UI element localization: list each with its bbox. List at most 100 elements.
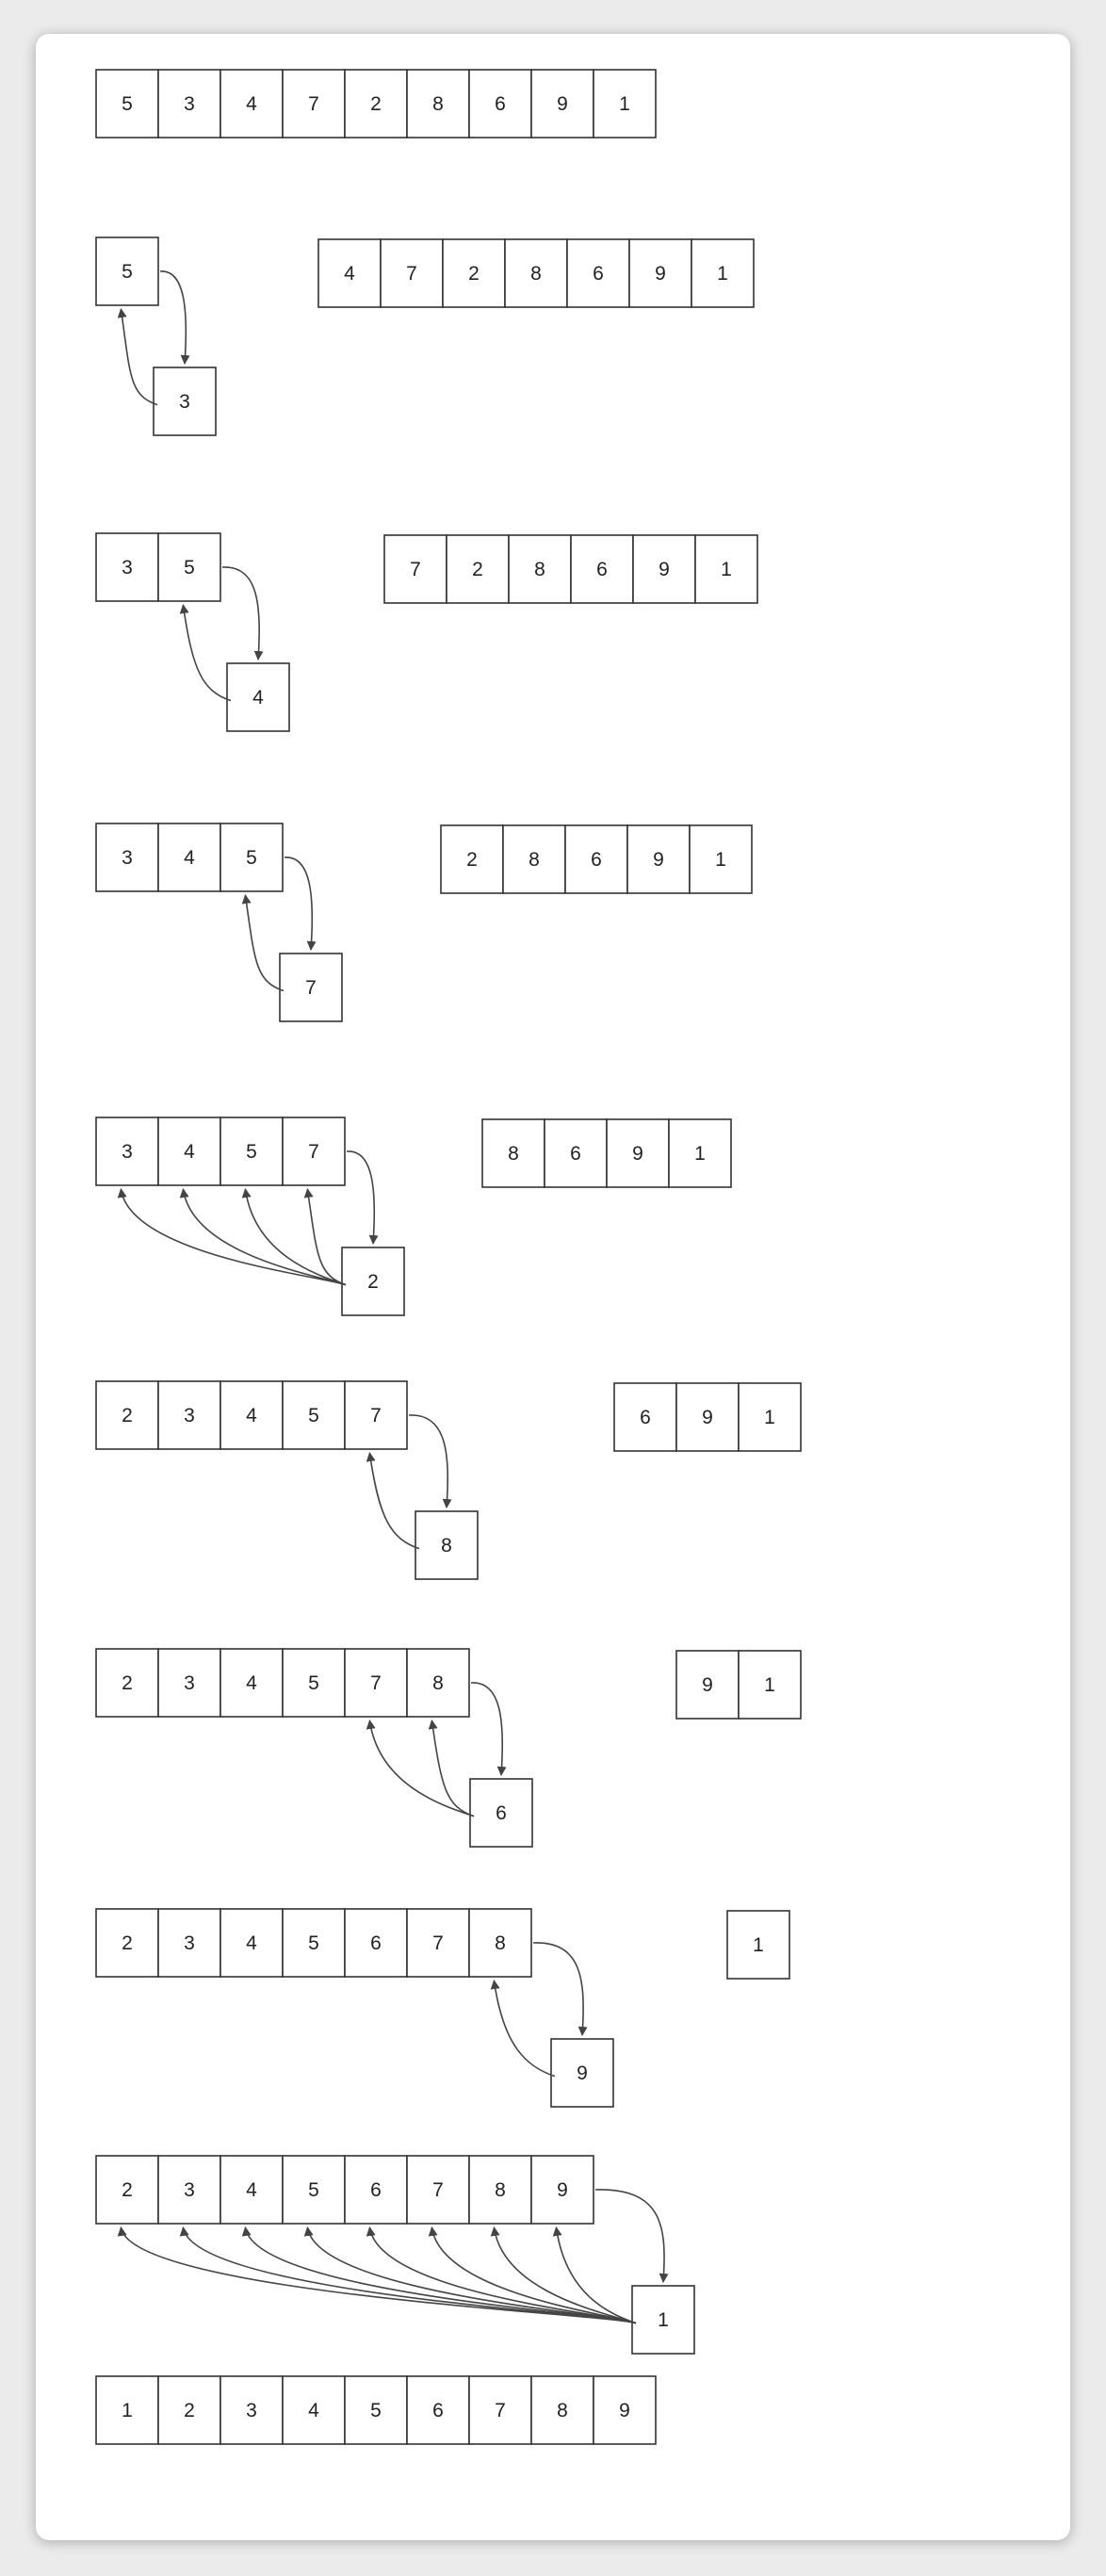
cell-value: 5 [308, 2179, 319, 2201]
cell-value: 8 [432, 1672, 444, 1694]
cell-value: 5 [184, 557, 195, 579]
sorted-cell: 5 [282, 1380, 346, 1450]
unsorted-cell: 1 [691, 238, 755, 308]
unsorted-cell: 8 [502, 824, 566, 894]
sorted-cell: 2 [95, 1648, 159, 1718]
cell-value: 5 [308, 1932, 319, 1954]
array-cell: 1 [95, 2375, 159, 2445]
arrow-to-key [470, 1682, 507, 1776]
unsorted-cell: 6 [613, 1382, 677, 1452]
cell-value: 8 [441, 1535, 452, 1557]
sorted-cell: 4 [220, 2155, 284, 2225]
cell-value: 7 [495, 2400, 506, 2421]
cell-value: 2 [367, 1271, 379, 1293]
unsorted-cell: 2 [440, 824, 504, 894]
arrow-from-key [490, 1980, 556, 2078]
unsorted-cell: 9 [632, 534, 696, 604]
cell-value: 9 [577, 2062, 588, 2084]
cell-value: 4 [184, 1141, 195, 1163]
cell-value: 1 [764, 1407, 775, 1428]
cell-value: 6 [495, 93, 506, 115]
array-cell: 7 [468, 2375, 532, 2445]
sorted-cell: 8 [468, 1908, 532, 1978]
cell-value: 5 [308, 1405, 319, 1427]
key-cell: 9 [550, 2038, 614, 2108]
cell-value: 6 [640, 1407, 651, 1428]
arrow-from-key [241, 894, 285, 992]
cell-value: 7 [410, 559, 421, 580]
array-cell: 6 [468, 69, 532, 139]
array-cell: 8 [530, 2375, 594, 2445]
arrow-to-key [284, 856, 317, 951]
cell-value: 2 [122, 1672, 133, 1694]
array-cell: 3 [220, 2375, 284, 2445]
unsorted-cell: 9 [628, 238, 692, 308]
arrow-from-key [428, 1720, 475, 1818]
sorted-cell: 6 [344, 1908, 408, 1978]
key-cell: 2 [341, 1247, 405, 1316]
cell-value: 5 [370, 2400, 382, 2421]
cell-value: 2 [468, 263, 480, 285]
cell-value: 1 [619, 93, 630, 115]
cell-value: 4 [246, 93, 257, 115]
cell-value: 2 [122, 1405, 133, 1427]
arrow-from-key [366, 1720, 475, 1818]
cell-value: 4 [246, 1672, 257, 1694]
unsorted-cell: 9 [675, 1650, 740, 1720]
cell-value: 4 [246, 2179, 257, 2201]
sorted-cell: 2 [95, 2155, 159, 2225]
cell-value: 5 [122, 261, 133, 283]
unsorted-cell: 7 [383, 534, 447, 604]
sorted-cell: 8 [406, 1648, 470, 1718]
unsorted-cell: 8 [504, 238, 568, 308]
array-cell: 9 [530, 69, 594, 139]
sorted-cell: 5 [157, 532, 221, 602]
sorted-cell: 7 [406, 1908, 470, 1978]
cell-value: 1 [658, 2309, 669, 2331]
unsorted-cell: 4 [317, 238, 382, 308]
sorted-cell: 7 [344, 1380, 408, 1450]
array-cell: 8 [406, 69, 470, 139]
cell-value: 2 [472, 559, 483, 580]
sorted-cell: 4 [220, 1908, 284, 1978]
cell-value: 3 [122, 1141, 133, 1163]
sorted-cell: 5 [95, 236, 159, 306]
cell-value: 6 [432, 2400, 444, 2421]
cell-value: 8 [530, 263, 542, 285]
cell-value: 9 [619, 2400, 630, 2421]
key-cell: 7 [279, 953, 343, 1022]
unsorted-cell: 8 [508, 534, 572, 604]
sorted-cell: 3 [157, 1908, 221, 1978]
array-cell: 4 [220, 69, 284, 139]
cell-value: 8 [432, 93, 444, 115]
sorted-cell: 4 [157, 823, 221, 892]
cell-value: 2 [122, 1932, 133, 1954]
sorted-cell: 2 [95, 1908, 159, 1978]
cell-value: 8 [534, 559, 545, 580]
cell-value: 3 [122, 847, 133, 869]
sorted-cell: 7 [344, 1648, 408, 1718]
sorted-cell: 5 [220, 1117, 284, 1186]
array-cell: 6 [406, 2375, 470, 2445]
key-cell: 1 [631, 2285, 695, 2355]
cell-value: 6 [370, 1932, 382, 1954]
unsorted-cell: 6 [570, 534, 634, 604]
arrow-from-key [117, 1188, 347, 1286]
cell-value: 2 [122, 2179, 133, 2201]
cell-value: 4 [252, 687, 264, 709]
cell-value: 3 [184, 1932, 195, 1954]
unsorted-cell: 6 [564, 824, 628, 894]
cell-value: 8 [495, 1932, 506, 1954]
unsorted-cell: 6 [544, 1118, 608, 1188]
array-cell: 3 [157, 69, 221, 139]
sorted-cell: 3 [157, 1648, 221, 1718]
cell-value: 9 [655, 263, 666, 285]
cell-value: 4 [246, 1932, 257, 1954]
cell-value: 3 [184, 2179, 195, 2201]
cell-value: 1 [753, 1934, 764, 1956]
unsorted-cell: 1 [694, 534, 758, 604]
cell-value: 4 [308, 2400, 319, 2421]
unsorted-cell: 1 [668, 1118, 732, 1188]
unsorted-cell: 2 [446, 534, 510, 604]
